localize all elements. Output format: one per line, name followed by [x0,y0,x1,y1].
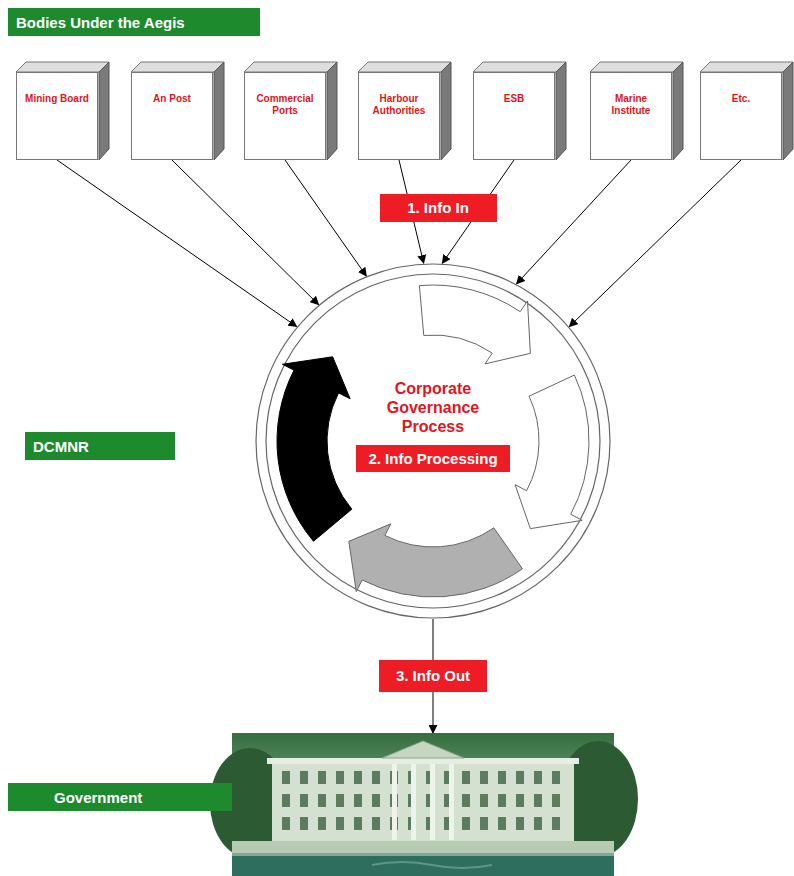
organization-box: ESB [473,72,555,160]
process-cycle: Corporate Governance Process 2. Info Proc… [255,263,611,619]
organization-box: Harbour Authorities [358,72,440,160]
organization-name: Commercial Ports [245,73,325,116]
box-depth [245,73,327,161]
organization-name: Etc. [701,73,781,105]
box-depth [132,73,214,161]
flow-arrow [569,160,741,327]
parliament-building [232,733,614,876]
band-label: Government [8,783,232,811]
organization-box: Mining Board [16,72,98,160]
government-image: Government [232,733,614,876]
step-label: 3. Info Out [379,660,487,692]
organization-name: Marine Institute [591,73,671,116]
organization-name: An Post [132,73,212,105]
box-depth [474,73,556,161]
flow-arrow [517,160,631,284]
organization-box: Marine Institute [590,72,672,160]
box-depth [359,73,441,161]
step-label: 1. Info In [380,194,497,222]
process-title: Corporate Governance Process [373,379,493,437]
flow-arrow [57,160,297,327]
box-depth [701,73,783,161]
step-label: 2. Info Processing [356,445,509,472]
organization-box: Commercial Ports [244,72,326,160]
organization-name: ESB [474,73,554,105]
organization-box: An Post [131,72,213,160]
box-depth [17,73,99,161]
flow-arrow [172,160,319,305]
box-depth [591,73,673,161]
flow-arrow [285,160,366,276]
band-label: DCMNR [33,438,89,455]
section-band: DCMNR [25,432,175,460]
organization-name: Harbour Authorities [359,73,439,116]
organization-box: Etc. [700,72,782,160]
section-band: Bodies Under the Aegis [8,8,260,36]
cycle-arrows [255,263,611,619]
organization-name: Mining Board [17,73,97,105]
band-label: Bodies Under the Aegis [16,14,185,31]
